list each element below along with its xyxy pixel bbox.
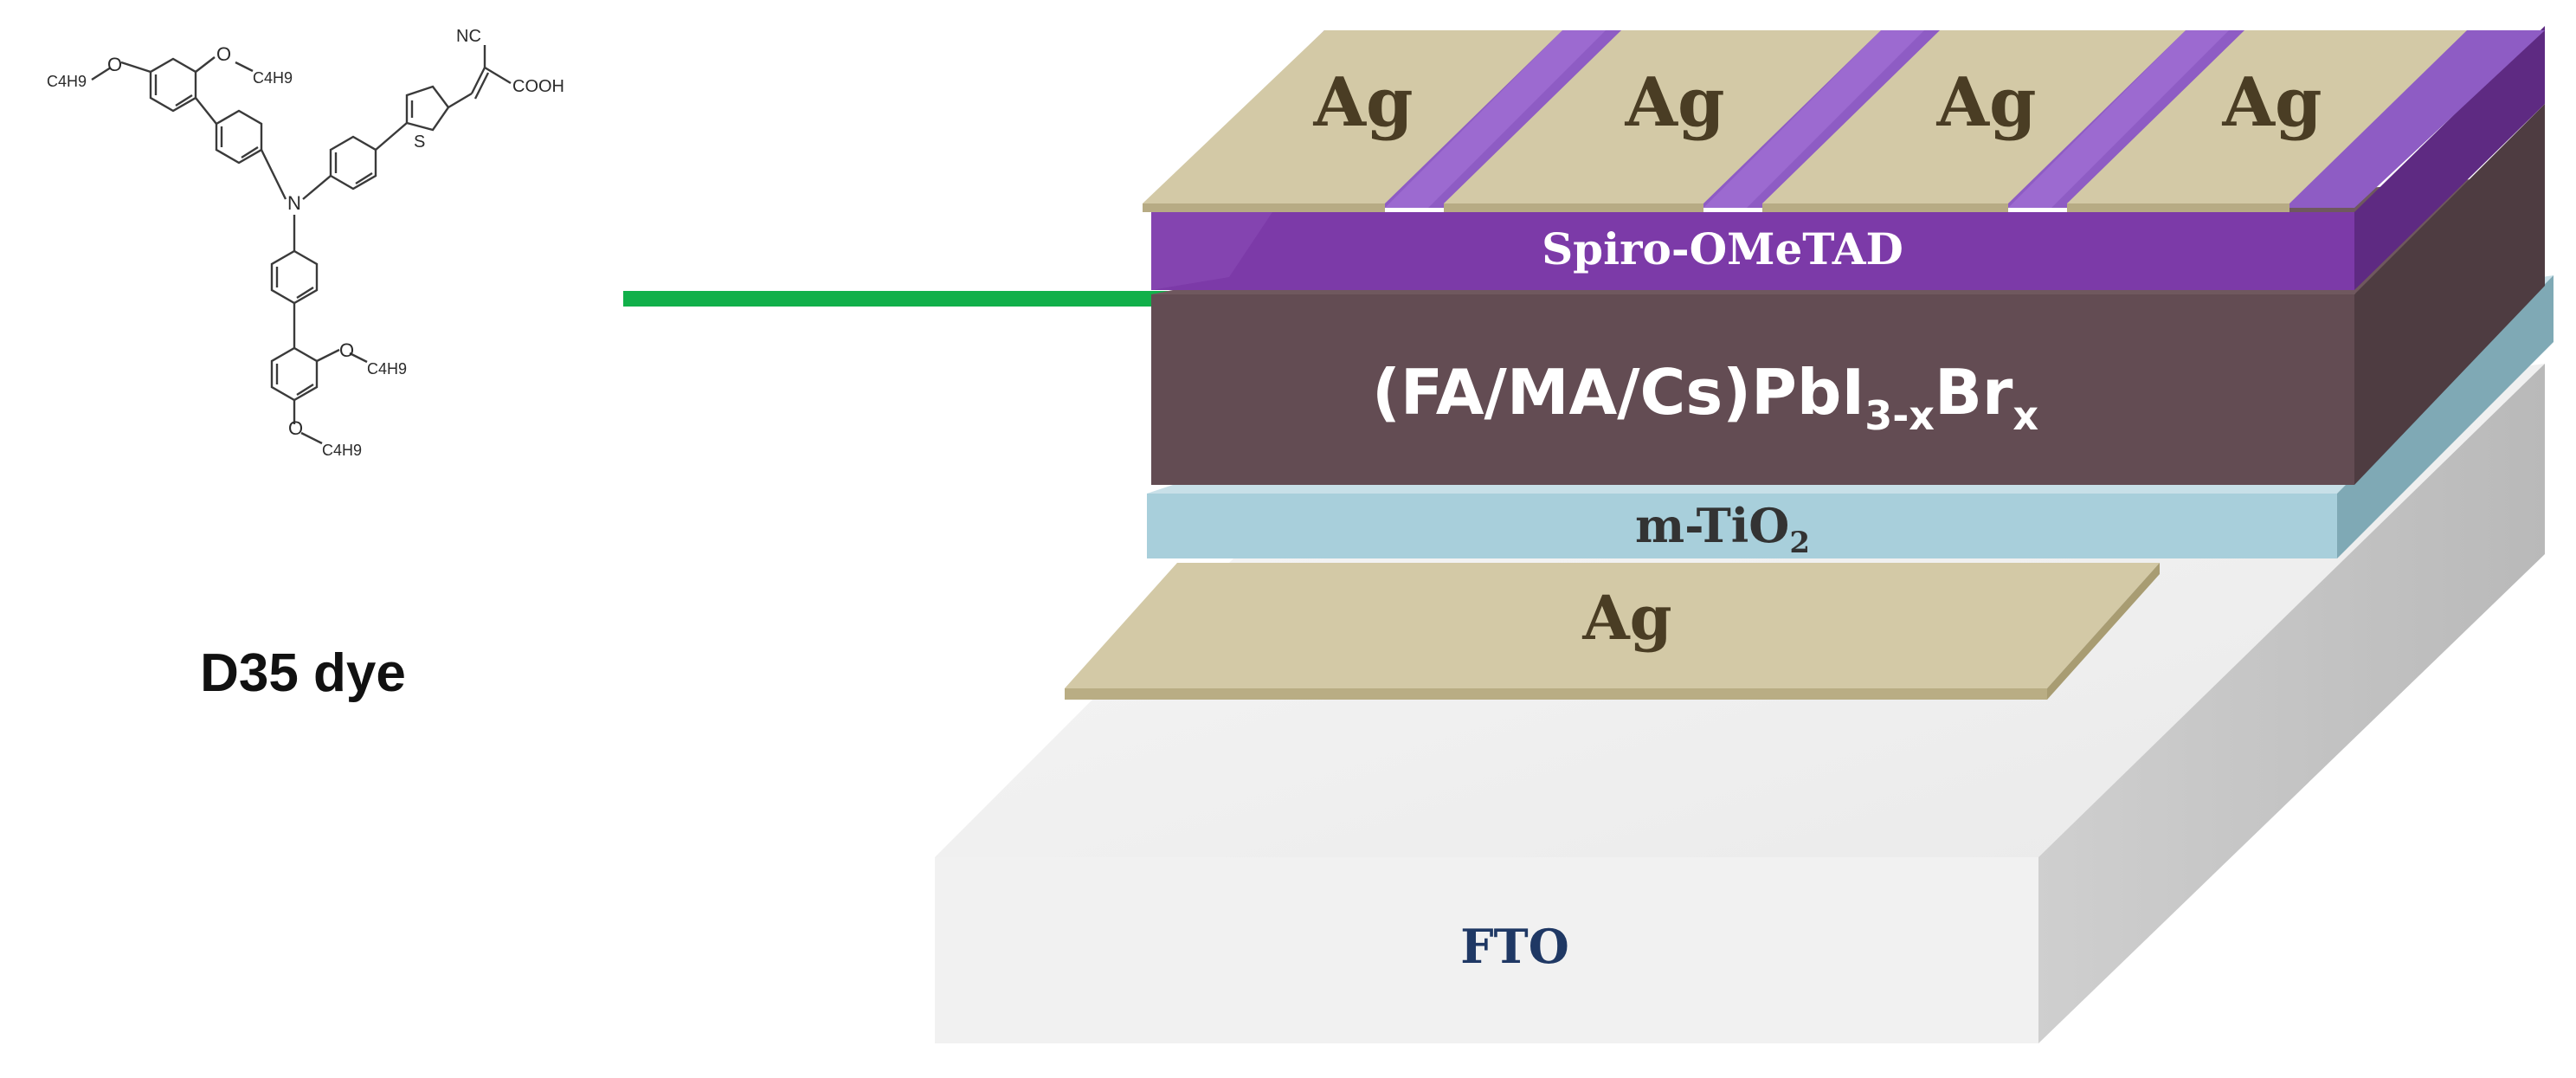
ring-c — [329, 135, 377, 190]
tio2-label: m-TiO2 — [1635, 498, 1810, 560]
nitrile-label: NC — [456, 27, 481, 46]
ring-a — [149, 57, 197, 113]
alkyl-label-1: C4H9 — [47, 73, 87, 90]
spiro-layer — [1151, 26, 2545, 290]
spiro-label: Spiro-OMeTAD — [1542, 223, 1903, 274]
perovskite-label: (FA/MA/Cs)PbI3-xBrx — [1372, 356, 2038, 439]
nitrogen-label: N — [287, 192, 301, 214]
alkyl-label-2: C4H9 — [253, 69, 293, 87]
ag-finger-4 — [2067, 30, 2467, 212]
oxygen-label-4: O — [288, 417, 303, 439]
ag-finger-3-label: Ag — [1935, 63, 2036, 142]
bottom-ag-label: Ag — [1581, 582, 1671, 654]
fto-label: FTO — [1460, 919, 1569, 974]
oxygen-label-3: O — [339, 339, 354, 361]
sulfur-label: S — [414, 132, 425, 152]
bottom-ag-electrode — [1065, 563, 2160, 700]
alkyl-label-3: C4H9 — [367, 360, 407, 378]
ag-finger-2 — [1444, 30, 1881, 212]
ring-b — [215, 109, 263, 165]
ag-finger-1 — [1143, 30, 1562, 212]
ag-finger-1-label: Ag — [1312, 63, 1413, 142]
ring-e — [270, 346, 319, 402]
d35-structure — [91, 45, 512, 445]
ring-d — [270, 249, 319, 305]
oxygen-label-2: O — [216, 43, 231, 65]
ag-finger-2-label: Ag — [1624, 63, 1724, 142]
oxygen-label-1: O — [107, 54, 122, 75]
thiophene-ring — [405, 85, 450, 132]
alkyl-label-4: C4H9 — [322, 442, 362, 459]
ag-finger-4-label: Ag — [2221, 63, 2322, 142]
d35-atom-labels: O O N S NC COOH O O C4H9 C4H9 C4H9 C4H9 — [47, 27, 564, 459]
molecule-caption: D35 dye — [200, 643, 406, 703]
ag-finger-3 — [1762, 30, 2186, 212]
carboxyl-label: COOH — [512, 77, 564, 96]
